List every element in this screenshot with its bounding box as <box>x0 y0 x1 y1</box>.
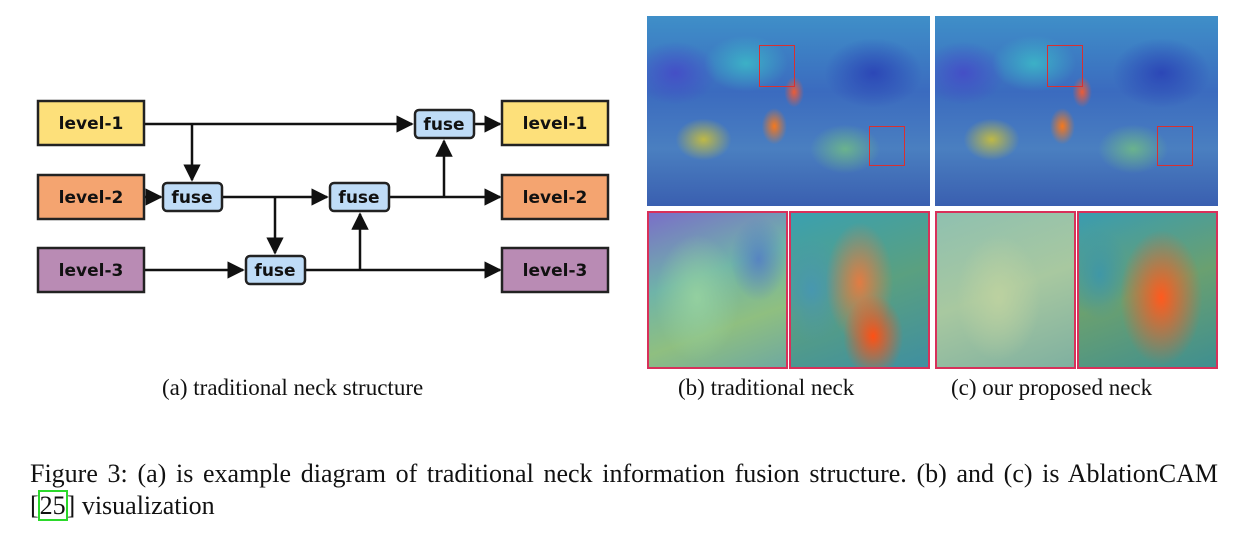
subcaption-b: (b) traditional neck <box>678 375 855 400</box>
output-level-1: level-1 <box>500 99 610 147</box>
input-level-1: level-1 <box>36 99 146 147</box>
subcaption-c: (c) our proposed neck <box>951 375 1153 400</box>
highlight-box-right <box>869 126 905 166</box>
face-crop-proposed-right <box>1077 211 1218 369</box>
input-level-2-box <box>36 173 146 221</box>
input-level-3-label: level-3 <box>59 261 124 281</box>
subcaption-a: (a) traditional neck structure <box>162 375 424 400</box>
fuse-node-1: fuse <box>161 181 224 213</box>
input-level-2: level-2 <box>36 173 146 221</box>
citation-link[interactable]: 25 <box>37 490 68 521</box>
fuse-node-1-box <box>161 181 224 213</box>
output-level-1-label: level-1 <box>523 114 588 134</box>
face-crop-proposed-left <box>935 211 1076 369</box>
output-level-3-box <box>500 246 610 294</box>
highlight-box-right <box>1157 126 1193 166</box>
output-level-2-label: level-2 <box>523 188 588 208</box>
fuse-node-3-label: fuse <box>338 188 379 208</box>
fuse-node-3: fuse <box>328 181 391 213</box>
fuse-node-3-box <box>328 181 391 213</box>
face-crop-traditional-right <box>789 211 930 369</box>
fuse-node-4: fuse <box>413 108 476 140</box>
input-level-1-label: level-1 <box>59 114 124 134</box>
fuse-node-2-box <box>244 254 307 286</box>
input-level-1-box <box>36 99 146 147</box>
neck-structure-diagram: level-1 level-2 level-3 fuse fuse fuse f… <box>36 99 610 294</box>
figure-caption: Figure 3: (a) is example diagram of trad… <box>30 458 1218 522</box>
crowd-heatmap-traditional <box>647 16 930 206</box>
highlight-box-top <box>1047 45 1083 87</box>
output-level-3-label: level-3 <box>523 261 588 281</box>
caption-text: Figure 3: (a) is example diagram of trad… <box>30 459 1218 520</box>
output-level-2-box <box>500 173 610 221</box>
fuse-node-2: fuse <box>244 254 307 286</box>
highlight-box-top <box>759 45 795 87</box>
fuse-node-4-box <box>413 108 476 140</box>
fuse-node-4-label: fuse <box>423 115 464 135</box>
output-level-2: level-2 <box>500 173 610 221</box>
input-level-3-box <box>36 246 146 294</box>
crowd-heatmap-proposed <box>935 16 1218 206</box>
face-crop-traditional-left <box>647 211 788 369</box>
caption-suffix: ] visualization <box>66 491 215 520</box>
input-level-3: level-3 <box>36 246 146 294</box>
fuse-node-1-label: fuse <box>171 188 212 208</box>
output-level-1-box <box>500 99 610 147</box>
output-level-3: level-3 <box>500 246 610 294</box>
input-level-2-label: level-2 <box>59 188 124 208</box>
fuse-node-2-label: fuse <box>254 261 295 281</box>
